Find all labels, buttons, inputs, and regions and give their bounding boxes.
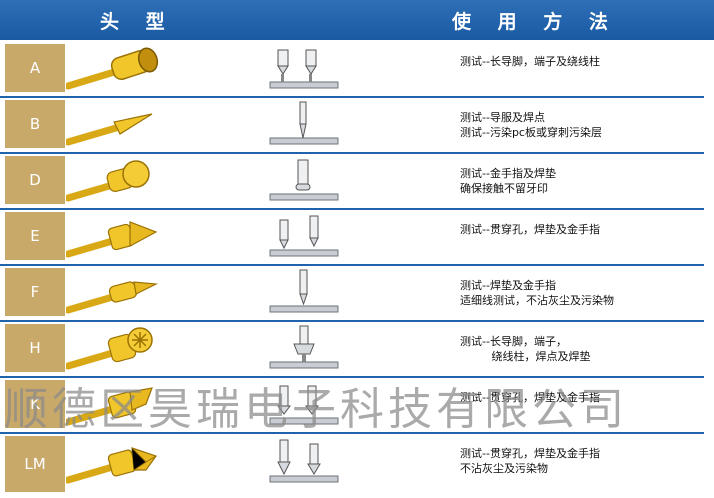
row-label-cell: F bbox=[5, 268, 65, 316]
table-row: A 测试--长导脚，端子及绕线柱 bbox=[0, 40, 704, 98]
desc-line: 确保接触不留牙印 bbox=[460, 182, 548, 195]
usage-description: 测试--导服及焊点 测试--污染pc板或穿刺污染层 bbox=[460, 110, 710, 140]
table-row: D 测试--金手指及焊垫 确保接触不留牙印 bbox=[0, 152, 704, 210]
table-row: LM 测试--贯穿孔，焊垫及金手指 不沾灰尘及污染物 bbox=[0, 432, 704, 498]
usage-diagram bbox=[269, 439, 339, 483]
desc-line: 测试--贯穿孔，焊垫及金手指 bbox=[460, 447, 600, 460]
usage-diagram bbox=[269, 385, 339, 425]
usage-diagram bbox=[269, 101, 339, 145]
usage-description: 测试--金手指及焊垫 确保接触不留牙印 bbox=[460, 166, 710, 196]
desc-line: 测试--长导脚，端子， bbox=[460, 335, 567, 348]
table-row: F 测试--焊垫及金手指 适细线测试，不沾灰尘及污染物 bbox=[0, 264, 704, 322]
desc-line: 适细线测试，不沾灰尘及污染物 bbox=[460, 294, 614, 307]
usage-description: 测试--贯穿孔，焊垫及金手指 不沾灰尘及污染物 bbox=[460, 446, 710, 476]
desc-line: 测试--导服及焊点 bbox=[460, 111, 545, 124]
row-label: LM bbox=[24, 455, 46, 473]
table-row: H 测试--长导脚，端子， 绕线柱，焊点及焊垫 bbox=[0, 320, 704, 378]
usage-description: 测试--贯穿孔，焊垫及金手指 bbox=[460, 390, 710, 405]
row-label: K bbox=[30, 395, 40, 413]
probe-tip-image bbox=[66, 47, 159, 90]
usage-description: 测试--贯穿孔，焊垫及金手指 bbox=[460, 222, 710, 237]
usage-description: 测试--焊垫及金手指 适细线测试，不沾灰尘及污染物 bbox=[460, 278, 710, 308]
usage-description: 测试--长导脚，端子及绕线柱 bbox=[460, 54, 710, 69]
row-label: H bbox=[29, 339, 41, 357]
row-label-cell: D bbox=[5, 156, 65, 204]
probe-tip-image bbox=[66, 221, 158, 258]
probe-tip-image bbox=[66, 281, 159, 314]
probe-tip-image bbox=[66, 387, 153, 426]
desc-line: 测试--焊垫及金手指 bbox=[460, 279, 556, 292]
row-label: D bbox=[29, 171, 41, 189]
row-label: A bbox=[29, 59, 41, 77]
desc-line: 绕线柱，焊点及焊垫 bbox=[460, 350, 591, 363]
row-label: B bbox=[29, 115, 41, 133]
row-label-cell: E bbox=[5, 212, 65, 260]
usage-diagram bbox=[269, 215, 339, 257]
header-head-type: 头 型 bbox=[100, 11, 175, 33]
table-row: K 测试--贯穿孔，焊垫及金手指 bbox=[0, 376, 704, 434]
probe-tip-image bbox=[66, 447, 157, 484]
usage-diagram bbox=[269, 49, 339, 89]
desc-line: 测试--贯穿孔，焊垫及金手指 bbox=[460, 223, 600, 236]
row-label-cell: LM bbox=[5, 436, 65, 492]
row-label-cell: K bbox=[5, 380, 65, 428]
table-row: E 测试--贯穿孔，焊垫及金手指 bbox=[0, 208, 704, 266]
desc-line: 测试--金手指及焊垫 bbox=[460, 167, 556, 180]
company-watermark: 顺德区昊瑞电子科技有限公司 bbox=[4, 384, 628, 435]
table-row: B 测试--导服及焊点 测试--污染pc板或穿刺污染层 bbox=[0, 96, 704, 154]
usage-description: 测试--长导脚，端子， 绕线柱，焊点及焊垫 bbox=[460, 334, 710, 364]
desc-line: 不沾灰尘及污染物 bbox=[460, 462, 548, 475]
table-header: 头 型 使 用 方 法 bbox=[0, 0, 714, 40]
desc-line: 测试--污染pc板或穿刺污染层 bbox=[460, 126, 602, 139]
desc-line: 测试--贯穿孔，焊垫及金手指 bbox=[460, 391, 600, 404]
desc-line: 测试--长导脚，端子及绕线柱 bbox=[460, 55, 600, 68]
row-label: E bbox=[30, 227, 40, 245]
row-label-cell: H bbox=[5, 324, 65, 372]
header-usage: 使 用 方 法 bbox=[452, 11, 618, 33]
usage-diagram bbox=[269, 159, 339, 201]
usage-diagram bbox=[269, 325, 339, 369]
probe-tip-image bbox=[66, 113, 153, 146]
row-label: F bbox=[30, 283, 40, 301]
row-label-cell: A bbox=[5, 44, 65, 92]
row-label-cell: B bbox=[5, 100, 65, 148]
probe-tip-image bbox=[66, 160, 150, 202]
usage-diagram bbox=[269, 269, 339, 313]
probe-tip-image bbox=[66, 327, 153, 370]
